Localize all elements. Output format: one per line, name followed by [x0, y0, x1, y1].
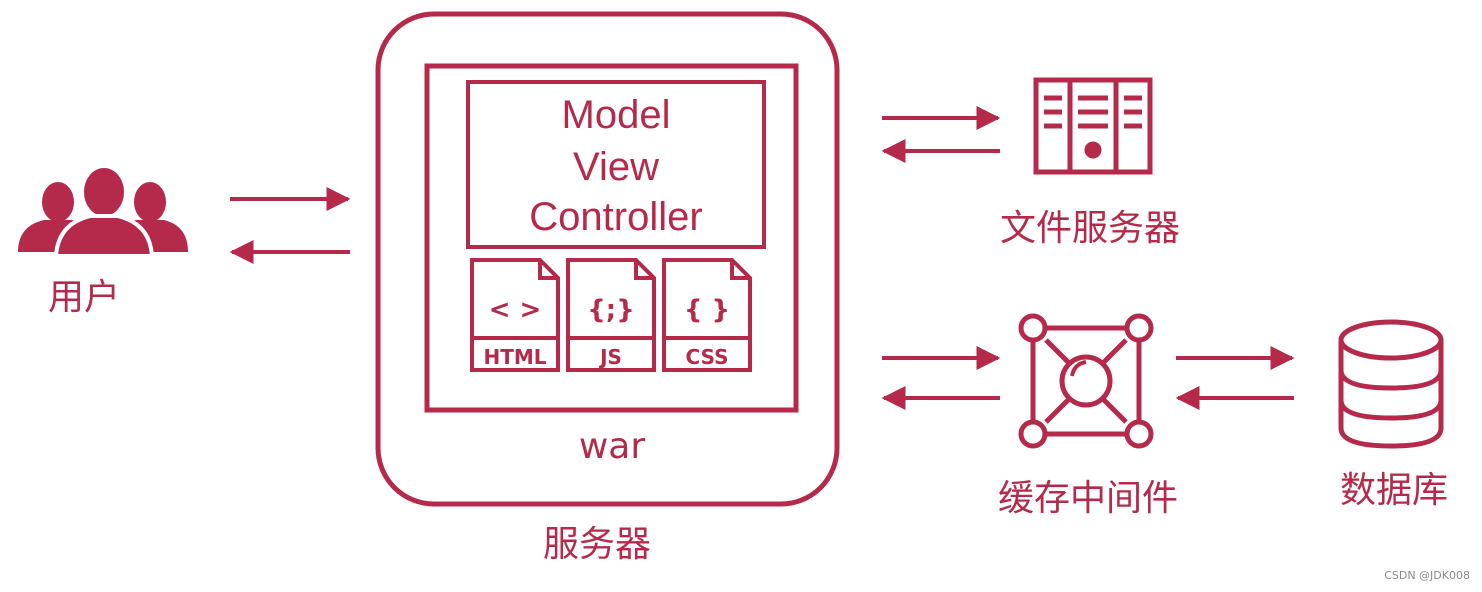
server-label: 服务器: [543, 524, 651, 565]
user-label: 用户: [48, 277, 120, 318]
css-glyph: { }: [684, 295, 730, 325]
server-box: [375, 11, 840, 507]
users-group-icon: [18, 164, 188, 258]
database-label: 数据库: [1340, 470, 1448, 511]
file-server-label: 文件服务器: [1000, 208, 1180, 249]
html-tag: HTML: [483, 345, 546, 369]
cache-database-arrows: [1175, 346, 1295, 410]
server-fileserver-arrows: [881, 106, 1001, 163]
js-tag: JS: [598, 345, 622, 369]
database-cylinder-icon: [1338, 319, 1444, 449]
mvc-controller: Controller: [529, 195, 702, 239]
mvc-view: View: [573, 145, 659, 189]
css-file-icon: { } CSS: [662, 258, 752, 372]
mvc-model: Model: [562, 93, 671, 137]
network-hub-icon: [1018, 313, 1154, 449]
cache-middleware-label: 缓存中间件: [998, 478, 1178, 519]
user-server-arrows: [229, 187, 351, 264]
css-tag: CSS: [686, 345, 729, 369]
mvc-box: [466, 80, 766, 249]
html-glyph: < >: [489, 295, 542, 325]
server-rack-icon: [1033, 77, 1153, 175]
watermark: CSDN @JDK008: [1384, 569, 1470, 582]
war-label: war: [579, 426, 646, 467]
server-cache-arrows: [881, 346, 1001, 410]
html-file-icon: < > HTML: [470, 258, 560, 372]
js-glyph: {;}: [587, 295, 634, 325]
js-file-icon: {;} JS: [566, 258, 656, 372]
war-box: [424, 63, 799, 413]
